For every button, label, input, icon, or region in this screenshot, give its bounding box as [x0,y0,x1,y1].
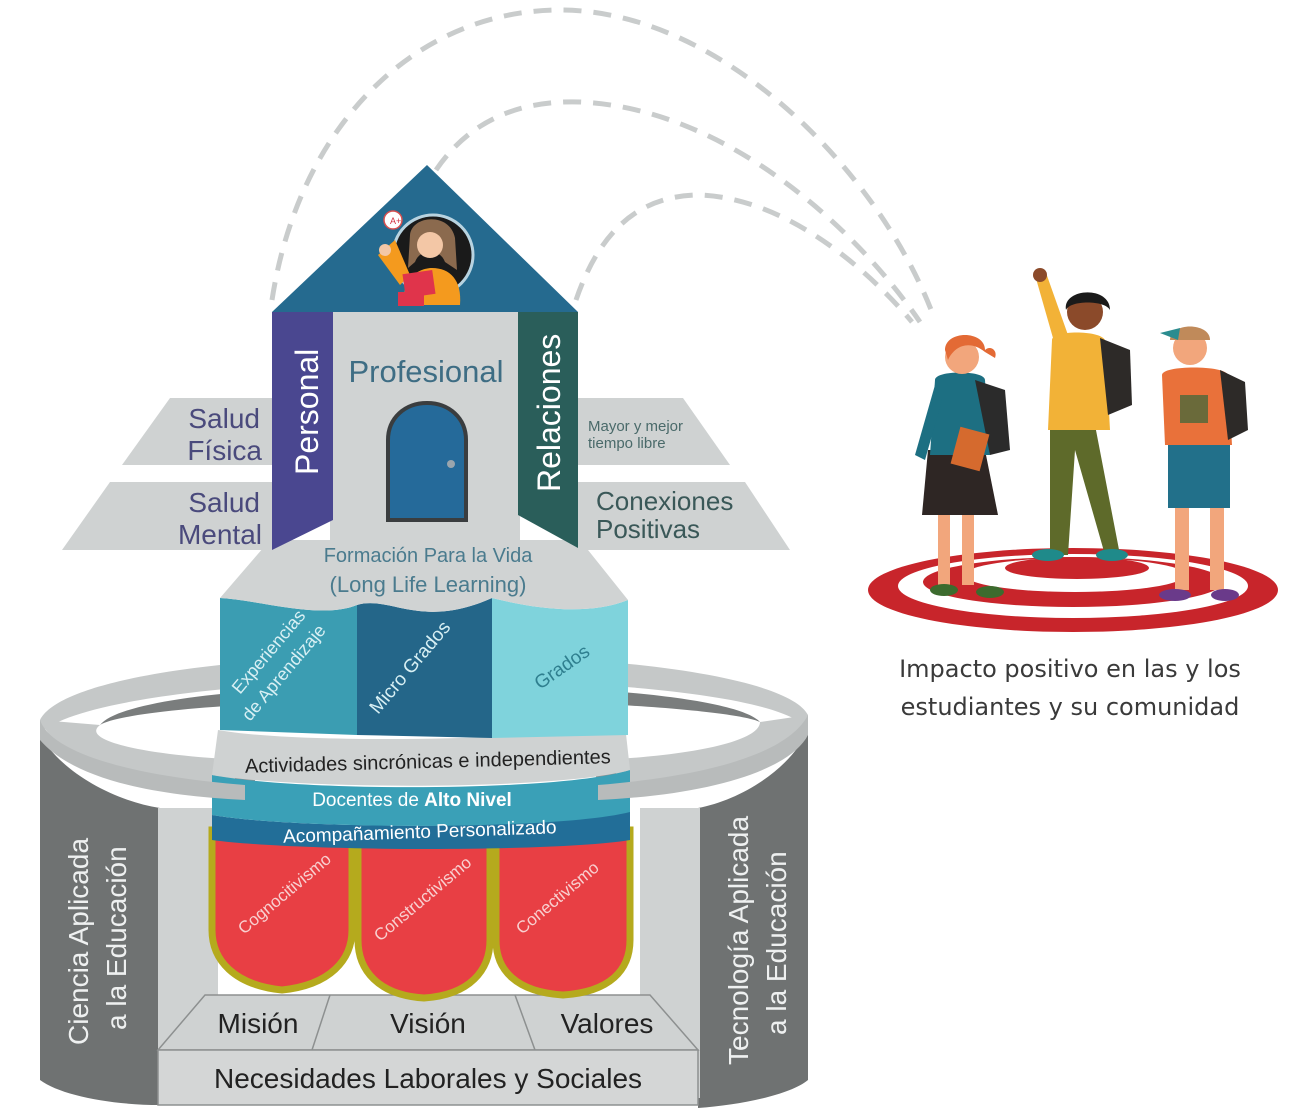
band-teachers [212,770,630,826]
wing-physical-health [122,398,272,465]
physical-health-1: Salud [188,403,260,434]
relaciones-pillar [518,312,578,548]
profesional-title: Profesional [348,354,503,389]
offering-micro [357,598,492,738]
offering-grados [492,598,628,738]
lifelong-label-1: Formación Para la Vida [324,545,534,567]
free-time-2: tiempo libre [588,435,666,452]
lifelong-band [220,540,628,612]
right-column [596,715,808,1108]
left-wings [62,398,272,550]
teachers-label-bold: Alto Nivel [424,790,512,811]
band-activities [212,725,630,786]
lifelong-label-2: (Long Life Learning) [330,572,527,597]
wing-free-time [576,398,730,465]
mental-health-2: Mental [178,519,262,550]
mission-label: Misión [218,1008,299,1039]
impact-caption: Impacto positivo en las y los estudiante… [860,650,1280,726]
values-label: Valores [561,1008,654,1039]
physical-health-2: Física [187,435,262,466]
mental-health-1: Salud [188,487,260,518]
band-support [212,810,630,849]
wing-mental-health [62,482,272,550]
student-boy-middle [1032,268,1132,561]
connections-2: Positivas [596,514,700,544]
ring-front-right [598,715,808,800]
bands [212,725,630,849]
personal-pillar [272,312,333,550]
free-time-1: Mayor y mejor [588,418,683,435]
offering-experiences [220,598,357,735]
vision-label: Visión [390,1008,466,1039]
svg-text:A+: A+ [390,216,401,226]
foundation-bottom [157,1049,699,1106]
students-on-target-illustration [868,268,1278,632]
teacher-illustration: A+ [378,210,475,306]
right-wings [576,398,790,550]
foundation [156,994,700,1106]
needs-label: Necesidades Laborales y Sociales [214,1063,642,1094]
teachers-label-pre: Docentes de [312,790,424,811]
left-column-label-1: Ciencia Aplicada [63,838,94,1045]
student-girl [915,335,1010,598]
left-column-label-2: a la Educación [101,846,132,1030]
theories [208,826,634,1002]
ring-front-left [40,720,245,800]
teachers-label: Docentes de Alto Nivel [312,790,512,811]
wing-positive-connections [576,482,790,550]
student-boy-right [1159,326,1248,601]
connections-1: Conexiones [596,486,733,516]
arc-outer [269,7,938,321]
arc-inner [573,192,914,324]
theory-shape-3 [492,826,634,999]
impact-line-2: estudiantes y su comunidad [900,693,1240,721]
door-icon [386,400,468,522]
relaciones-label: Relaciones [531,334,567,492]
arc-middle [433,99,923,324]
impact-arcs [269,7,938,324]
personal-label: Personal [289,349,325,475]
theory-shape-1 [208,826,356,994]
impact-line-1: Impacto positivo en las y los [899,655,1241,683]
theory-shape-2 [354,826,494,1002]
offerings [220,598,628,738]
right-column-label-2: a la Educación [761,851,792,1035]
right-column-label-1: Tecnología Aplicada [723,815,754,1065]
